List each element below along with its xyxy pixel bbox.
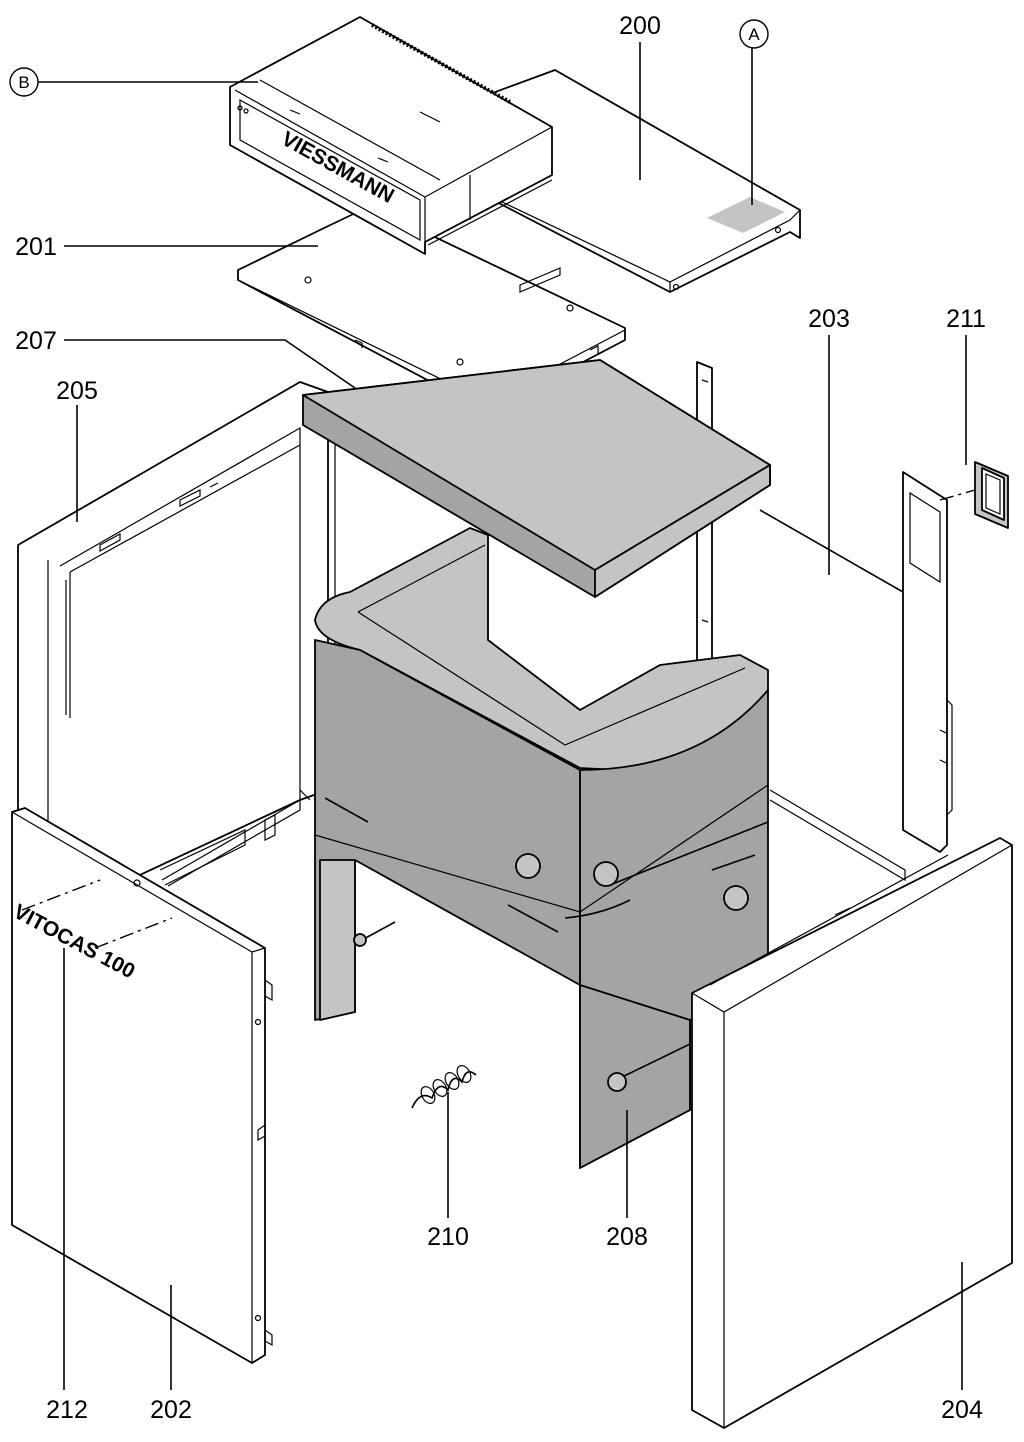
label-area-a — [707, 197, 785, 233]
part-202-front-panel: VITOCAS 100 — [10, 807, 273, 1364]
part-201-mounting-plate — [237, 205, 626, 413]
svg-text:A: A — [748, 25, 760, 44]
part-204-side-panel — [691, 837, 1013, 1429]
control-unit-housing: VIESSMANN — [229, 16, 553, 255]
svg-text:B: B — [18, 73, 29, 92]
leader-lines — [38, 42, 967, 1390]
label-200: 200 — [619, 12, 661, 40]
label-202: 202 — [150, 1396, 192, 1424]
part-211-bracket — [939, 461, 1009, 529]
label-205: 205 — [56, 377, 98, 405]
label-203: 203 — [808, 305, 850, 333]
marker-a: A — [739, 19, 769, 49]
part-203-rear-frame — [902, 471, 953, 853]
label-201: 201 — [15, 233, 57, 261]
label-208: 208 — [606, 1223, 648, 1251]
label-207: 207 — [15, 327, 57, 355]
marker-b: B — [9, 67, 39, 97]
part-208-insulation-wrap — [314, 527, 769, 1169]
label-210: 210 — [427, 1223, 469, 1251]
part-207-insulation-top — [302, 359, 771, 598]
label-212: 212 — [46, 1396, 88, 1424]
label-211: 211 — [946, 305, 986, 333]
label-204: 204 — [941, 1396, 983, 1424]
part-210-spring — [411, 1065, 477, 1109]
